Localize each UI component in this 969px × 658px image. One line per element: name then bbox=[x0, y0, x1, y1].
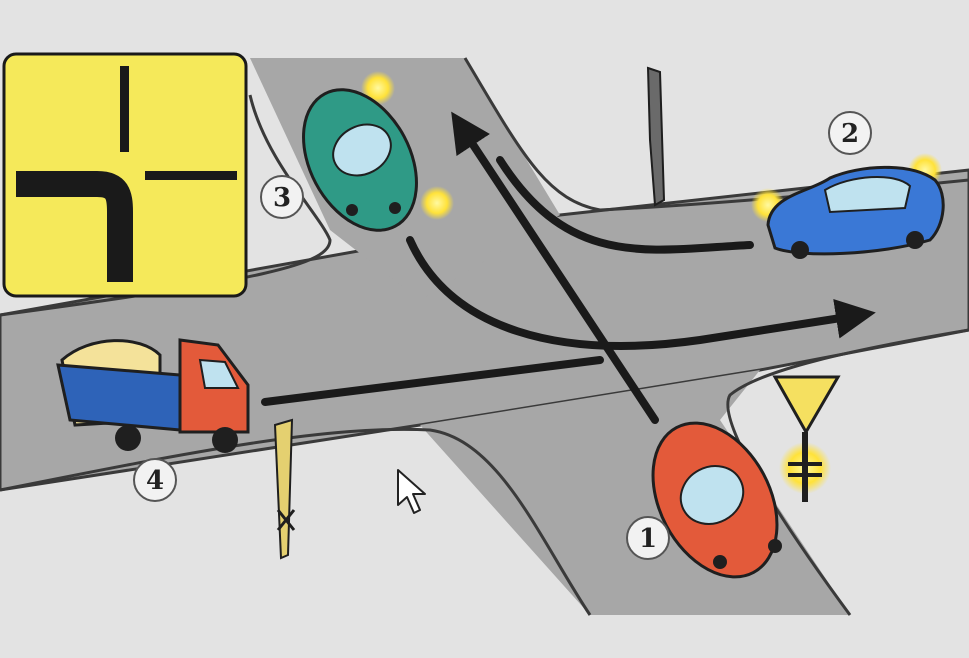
vehicle-2-label: 2 bbox=[828, 111, 872, 155]
turn-signal-icon bbox=[361, 71, 395, 105]
vehicle-1-number: 1 bbox=[639, 524, 657, 554]
movement-arrows bbox=[261, 111, 876, 424]
vehicle-2-number: 2 bbox=[841, 119, 859, 149]
vehicle-1-car bbox=[651, 421, 782, 579]
vehicle-4-label: 4 bbox=[133, 458, 177, 502]
vehicle-3-label: 3 bbox=[260, 175, 304, 219]
vehicle-2-car bbox=[751, 153, 945, 259]
arrow-vehicle-3-left-turn bbox=[406, 236, 876, 350]
vehicle-4-truck bbox=[56, 338, 250, 453]
vehicle-1-label: 1 bbox=[626, 516, 670, 560]
main-road-direction-sign-icon bbox=[2, 52, 248, 298]
road-edge-se bbox=[726, 328, 969, 616]
road-post-icon bbox=[646, 66, 666, 207]
arrow-vehicle-2-left-turn bbox=[496, 156, 754, 254]
vehicle-labels: 1 2 3 4 bbox=[133, 111, 872, 560]
arrow-vehicle-4-straight bbox=[261, 356, 604, 406]
arrow-vehicle-1-straight bbox=[451, 111, 659, 424]
turn-signal-icon bbox=[420, 186, 454, 220]
main-road-direction-sign bbox=[2, 52, 248, 298]
vehicle-4-number: 4 bbox=[146, 466, 164, 496]
vehicle-3-car bbox=[302, 71, 454, 232]
yield-sign-icon bbox=[772, 375, 841, 502]
vehicle-3-number: 3 bbox=[273, 183, 291, 213]
road-post-icon bbox=[273, 418, 296, 560]
mouse-pointer-icon bbox=[397, 469, 426, 514]
